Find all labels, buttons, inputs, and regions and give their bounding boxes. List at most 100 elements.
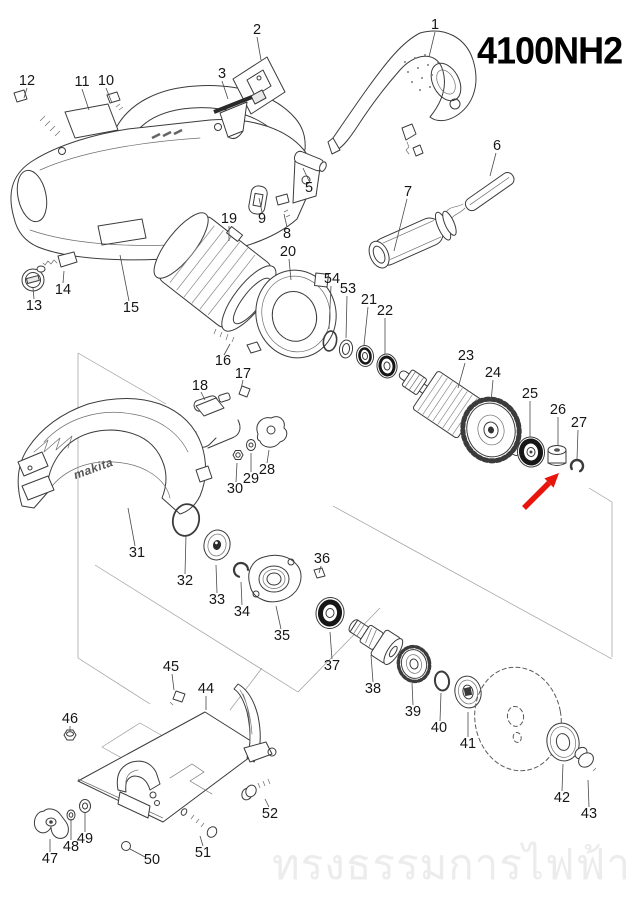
leader-line-52: [265, 799, 269, 807]
part-39-clutch-gear: [395, 643, 434, 684]
leader-line-28: [267, 450, 269, 463]
part-1-handle-cover: [328, 31, 476, 156]
part-32-o-ring: [170, 502, 202, 539]
part-42-outer-flange: [543, 720, 582, 764]
leader-line-36: [319, 566, 321, 573]
part-number-37: 37: [323, 658, 341, 674]
part-number-9: 9: [257, 211, 267, 227]
part-number-35: 35: [273, 628, 291, 644]
leader-line-13: [33, 288, 34, 299]
leader-line-12: [24, 88, 27, 98]
leader-line-23: [458, 363, 465, 388]
part-number-22: 22: [376, 303, 394, 319]
part-6-cord: [446, 170, 516, 220]
part-43-blade-bolt: [573, 745, 599, 773]
part-number-40: 40: [430, 720, 448, 736]
part-number-15: 15: [122, 300, 140, 316]
part-37-ball-bearing: [314, 596, 346, 631]
part-number-36: 36: [313, 551, 331, 567]
part-53-washer: [338, 339, 353, 359]
leader-line-10: [106, 88, 112, 103]
part-15-motor-housing: [11, 86, 320, 260]
part-22-bearing: [375, 353, 398, 380]
part-number-39: 39: [404, 704, 422, 720]
leader-line-45: [172, 674, 174, 690]
part-number-13: 13: [25, 298, 43, 314]
leader-line-14: [63, 271, 64, 283]
part-number-19: 19: [220, 211, 238, 227]
part-13-brush-cap: [22, 269, 44, 291]
part-number-3: 3: [217, 66, 227, 82]
leader-line-7: [394, 199, 407, 251]
angle-bracket: [117, 761, 160, 818]
part-38-spindle: [343, 611, 406, 667]
part-number-52: 52: [261, 806, 279, 822]
part-27-circlip: [569, 458, 585, 474]
part-36-screw: [314, 568, 327, 587]
part-number-7: 7: [403, 184, 413, 200]
part-46-nut: [64, 730, 76, 740]
part-24-gear: [456, 393, 525, 467]
leader-line-39: [412, 683, 413, 705]
riving-knife: [234, 684, 276, 762]
leader-line-3: [222, 81, 228, 99]
saw-blade-outline: [467, 660, 570, 777]
part-29-washer: [247, 440, 256, 451]
leader-line-33: [216, 565, 217, 593]
leader-line-27: [577, 430, 578, 459]
part-number-14: 14: [54, 282, 72, 298]
part-number-8: 8: [282, 226, 292, 242]
part-number-18: 18: [191, 378, 209, 394]
part-number-45: 45: [162, 659, 180, 675]
part-number-23: 23: [457, 348, 475, 364]
leader-line-17: [241, 380, 243, 389]
part-number-17: 17: [234, 366, 252, 382]
part-47-wing-bolt: [34, 809, 68, 843]
part-54-o-ring: [322, 330, 338, 352]
leader-line-21: [364, 307, 368, 345]
part-number-11: 11: [74, 74, 90, 90]
part-number-41: 41: [459, 736, 477, 752]
part-48-ring: [67, 810, 75, 820]
leader-line-34: [241, 582, 242, 605]
part-number-10: 10: [97, 73, 115, 89]
part-number-2: 2: [252, 22, 262, 38]
part-8-screw: [276, 194, 290, 222]
part-33-bearing: [201, 528, 233, 563]
part-17-screw: [231, 386, 250, 400]
part-45-screw: [166, 691, 185, 707]
part-21-bearing: [355, 344, 375, 367]
part-11-name-plate: [65, 104, 118, 138]
leader-line-18: [201, 392, 205, 400]
handle-grip-dots: [404, 54, 439, 91]
part-number-25: 25: [521, 386, 539, 402]
part-51-clamp-screw: [180, 808, 219, 839]
part-number-27: 27: [570, 415, 588, 431]
part-9-plate: [248, 185, 269, 215]
part-number-48: 48: [62, 839, 80, 855]
part-number-16: 16: [214, 353, 232, 369]
part-20-baffle-plate: [248, 263, 345, 366]
part-number-34: 34: [233, 604, 251, 620]
part-34-circlip: [231, 560, 250, 579]
leader-line-53: [346, 296, 347, 338]
part-10-screw: [107, 92, 123, 113]
leader-line-54: [329, 286, 331, 329]
part-52-bolt: [240, 779, 273, 802]
part-19-stator: [145, 201, 288, 339]
leader-lines: [24, 32, 589, 857]
part-12-bolt: [14, 90, 60, 137]
leader-line-30: [236, 463, 237, 482]
part-number-21: 21: [360, 292, 378, 308]
part-25-ball-bearing: [516, 435, 547, 468]
leader-line-24: [491, 380, 493, 402]
part-number-31: 31: [128, 545, 146, 561]
leader-line-32: [185, 535, 186, 574]
part-number-1: 1: [430, 17, 440, 33]
part-number-54: 54: [323, 271, 341, 287]
leader-line-1: [429, 32, 435, 57]
leader-line-2: [257, 37, 261, 60]
part-50-screw: [122, 842, 131, 857]
part-number-33: 33: [208, 592, 226, 608]
